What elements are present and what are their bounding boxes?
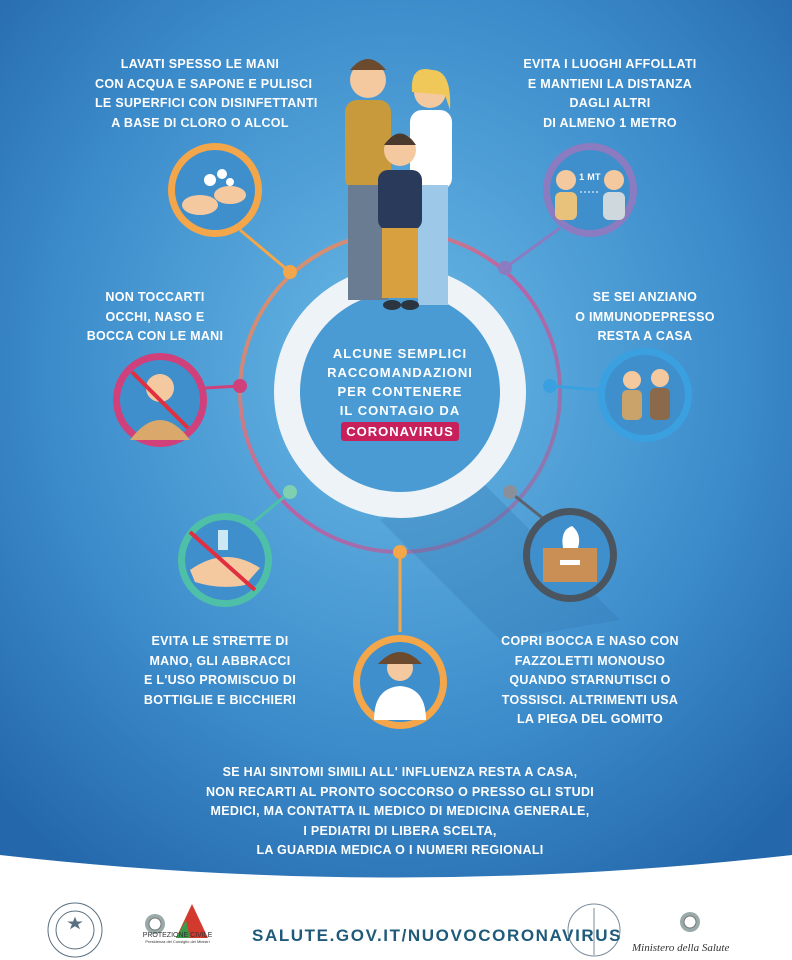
- distance-label: 1 MT: [579, 172, 601, 182]
- text-line: OCCHI, NASO E: [105, 309, 205, 324]
- ministero-label: Ministero della Salute: [632, 942, 730, 954]
- elderly-icon: [598, 348, 692, 442]
- social-distance-icon: [543, 143, 637, 237]
- doctor-icon: [353, 635, 447, 729]
- text-line: DI ALMENO 1 METRO: [543, 115, 677, 130]
- tissue-box-icon: [523, 508, 617, 602]
- tip-wash-hands: LAVATI SPESSO LE MANI CON ACQUA E SAPONE…: [95, 55, 318, 133]
- no-handshake-icon: [178, 513, 272, 607]
- text-line: IL CONTAGIO DA: [339, 403, 461, 418]
- website-link[interactable]: SALUTE.GOV.IT/NUOVOCORONAVIRUS: [252, 926, 623, 945]
- text-line: A BASE DI CLORO O ALCOL: [111, 115, 289, 130]
- text-line: BOCCA CON LE MANI: [86, 329, 224, 343]
- tip-elderly: SE SEI ANZIANO O IMMUNODEPRESSO RESTA A …: [560, 288, 730, 347]
- text-line: ALCUNE SEMPLICI: [332, 346, 468, 361]
- presidenza-seal-logo: [47, 902, 103, 958]
- text-line: COPRI BOCCA E NASO CON: [501, 634, 679, 648]
- text-line: EVITA LE STRETTE DI: [151, 634, 289, 648]
- no-face-touch-icon: [113, 353, 207, 447]
- emblem-logo: [145, 914, 165, 934]
- text-line: FAZZOLETTI MONOUSO: [514, 653, 666, 668]
- orbit-nodes: [233, 261, 557, 559]
- text-line: DAGLI ALTRI: [569, 96, 651, 110]
- text-line: EVITA I LUOGHI AFFOLLATI: [523, 57, 697, 71]
- text-line: BOTTIGLIE E BICCHIERI: [143, 692, 297, 707]
- text-line: CON ACQUA E SAPONE E PULISCI: [95, 76, 313, 91]
- text-line: Presidenza del Consiglio dei Ministri: [145, 939, 210, 944]
- text-line: SE HAI SINTOMI SIMILI ALL' INFLUENZA RES…: [222, 765, 578, 779]
- text-line: TOSSISCI. ALTRIMENTI USA: [501, 692, 679, 707]
- text-line: NON RECARTI AL PRONTO SOCCORSO O PRESSO …: [205, 784, 595, 799]
- text-line: E MANTIENI LA DISTANZA: [527, 76, 693, 91]
- tip-no-touch: NON TOCCARTI OCCHI, NASO E BOCCA CON LE …: [70, 288, 240, 347]
- text-line: O IMMUNODEPRESSO: [575, 309, 715, 324]
- text-line: MANO, GLI ABBRACCI: [149, 653, 291, 668]
- text-line: MEDICI, MA CONTATTA IL MEDICO DI MEDICIN…: [210, 804, 590, 818]
- text-line: LAVATI SPESSO LE MANI: [120, 57, 280, 71]
- protezione-civile-label: PROTEZIONE CIVILE Presidenza del Consigl…: [135, 932, 220, 944]
- text-line: RESTA A CASA: [597, 329, 693, 343]
- text-line: LA GUARDIA MEDICA O I NUMERI REGIONALI: [256, 843, 544, 857]
- text-line: E L'USO PROMISCUO DI: [143, 673, 297, 687]
- text-line: PROTEZIONE CIVILE: [142, 932, 213, 939]
- text-line: SE SEI ANZIANO: [592, 290, 698, 304]
- text-line: RACCOMANDAZIONI: [327, 365, 473, 380]
- coronavirus-badge: CORONAVIRUS: [341, 422, 459, 441]
- center-disc: [300, 292, 500, 492]
- text-line: I PEDIATRI DI LIBERA SCELTA,: [303, 823, 497, 838]
- center-title: ALCUNE SEMPLICI RACCOMANDAZIONI PER CONT…: [300, 344, 500, 441]
- tip-symptoms: SE HAI SINTOMI SIMILI ALL' INFLUENZA RES…: [180, 763, 620, 861]
- text-line: NON TOCCARTI: [105, 290, 205, 304]
- tip-avoid-crowds: EVITA I LUOGHI AFFOLLATI E MANTIENI LA D…: [505, 55, 715, 133]
- text-line: LE SUPERFICI CON DISINFETTANTI: [95, 96, 318, 110]
- hand-wash-icon: [168, 143, 262, 237]
- iss-seal-logo: [567, 903, 621, 957]
- tip-no-handshake: EVITA LE STRETTE DI MANO, GLI ABBRACCI E…: [120, 632, 320, 710]
- tip-cover-mouth: COPRI BOCCA E NASO CON FAZZOLETTI MONOUS…: [480, 632, 700, 730]
- text-line: QUANDO STARNUTISCI O: [509, 673, 671, 687]
- text-line: PER CONTENERE: [337, 384, 463, 399]
- text-line: LA PIEGA DEL GOMITO: [517, 712, 663, 726]
- ministero-emblem: [680, 912, 700, 932]
- family-illustration: [345, 59, 452, 310]
